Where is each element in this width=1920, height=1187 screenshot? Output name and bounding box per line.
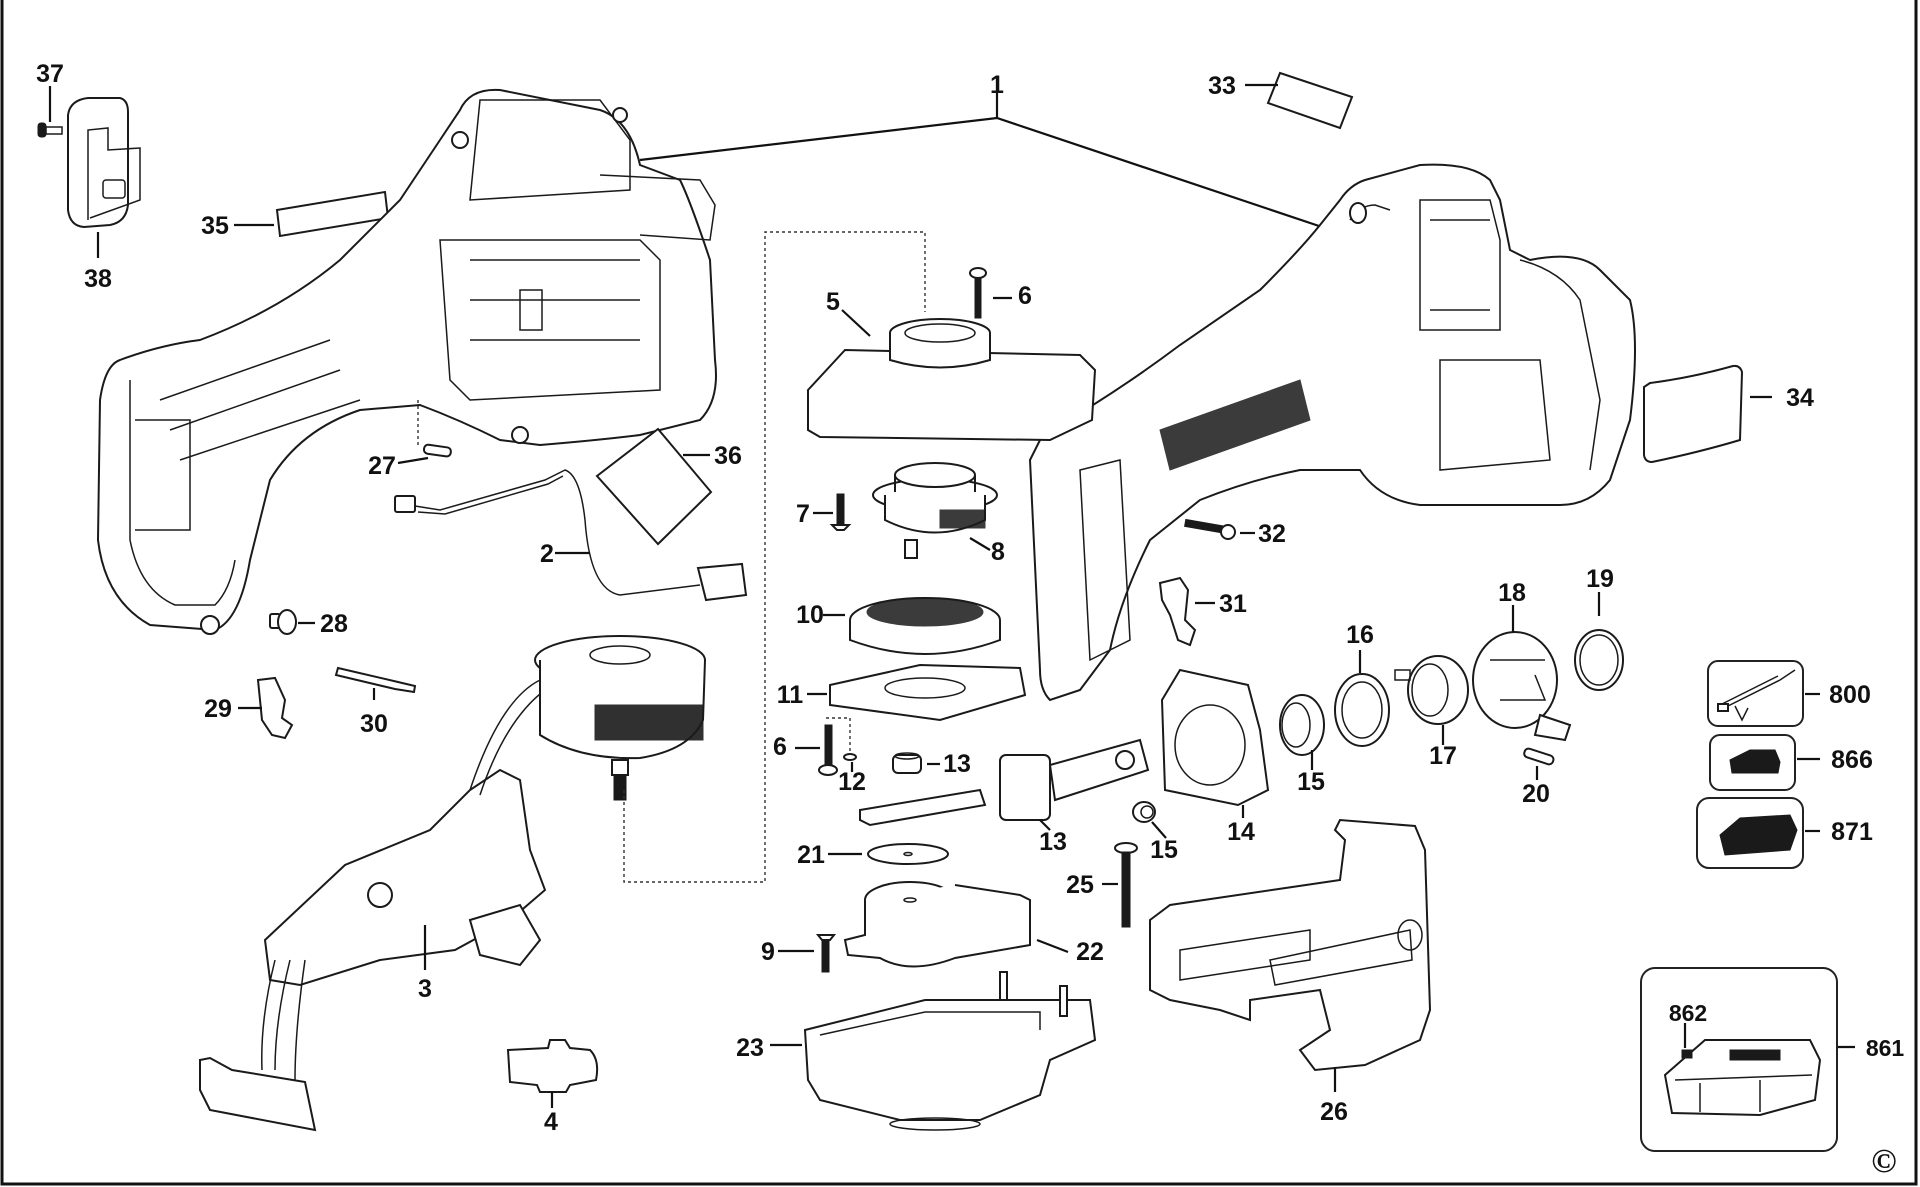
label-38: 38 — [84, 265, 112, 293]
label-18: 17 — [1429, 742, 1457, 770]
label-2: 2 — [540, 540, 554, 568]
accessory-861-case-box[interactable] — [1640, 967, 1838, 1152]
label-29: 29 — [204, 695, 232, 723]
label-35: 35 — [201, 212, 229, 240]
label-22: 21 — [797, 841, 825, 869]
label-26: 26 — [1320, 1098, 1348, 1126]
part-37-screw[interactable] — [37, 122, 63, 138]
part-14-bushing[interactable] — [1132, 801, 1156, 823]
part-17-spring[interactable] — [1334, 673, 1390, 747]
part-22-washer[interactable] — [867, 843, 949, 865]
part-25-screw[interactable] — [1114, 842, 1138, 928]
label-27: 27 — [368, 452, 396, 480]
part-21-pin[interactable] — [1523, 747, 1555, 766]
part-11-pin[interactable] — [843, 753, 857, 761]
part-1-housing-right[interactable] — [1028, 163, 1636, 702]
part-23-counterweight[interactable] — [843, 881, 1031, 968]
part-29-lock-button[interactable] — [256, 676, 294, 740]
part-34-nameplate[interactable] — [1643, 364, 1744, 464]
part-7-planetary-gear[interactable] — [872, 462, 998, 559]
label-866: 866 — [1831, 746, 1873, 774]
part-8-screw-lower[interactable] — [815, 934, 837, 973]
part-4-actuator[interactable] — [506, 1039, 599, 1093]
part-6-screw-lower[interactable] — [818, 724, 838, 776]
label-3: 3 — [418, 975, 432, 1003]
label-32: 32 — [1258, 520, 1286, 548]
part-10-gear-plate[interactable] — [829, 663, 1027, 722]
label-12: 13 — [943, 750, 971, 778]
part-1-housing-left[interactable] — [96, 88, 717, 635]
part-24-gear-case-bottom[interactable] — [803, 971, 1097, 1131]
label-23: 22 — [1076, 938, 1104, 966]
part-2-wire-harness[interactable] — [394, 469, 748, 602]
accessory-800-box[interactable] — [1707, 660, 1804, 727]
accessory-866-box[interactable] — [1709, 734, 1796, 791]
label-16: 15 — [1297, 768, 1325, 796]
label-24: 23 — [736, 1034, 764, 1062]
label-33: 33 — [1208, 72, 1236, 100]
label-1: 1 — [990, 71, 1004, 99]
label-30: 31 — [1219, 590, 1247, 618]
label-5: 5 — [826, 288, 840, 316]
label-862: 862 — [1669, 1000, 1707, 1026]
label-7: 8 — [991, 538, 1005, 566]
label-10: 11 — [777, 681, 804, 709]
label-9: 10 — [796, 601, 824, 629]
label-4: 4 — [544, 1108, 558, 1136]
label-36: 36 — [714, 442, 742, 470]
part-32-screw[interactable] — [1184, 518, 1236, 540]
part-18-collar[interactable] — [1394, 655, 1469, 725]
copyright-symbol: © — [1871, 1143, 1896, 1180]
label-34: 34 — [1786, 384, 1814, 412]
label-21: 20 — [1522, 780, 1550, 808]
label-861: 861 — [1866, 1035, 1905, 1061]
part-33-label[interactable] — [1266, 71, 1354, 130]
accessory-871-box[interactable] — [1696, 797, 1804, 869]
label-20: 19 — [1586, 565, 1614, 593]
label-25: 25 — [1066, 871, 1094, 899]
label-37: 37 — [36, 60, 64, 88]
label-19: 18 — [1498, 579, 1526, 607]
part-19-clamp-housing[interactable] — [1472, 631, 1572, 742]
part-38-belt-hook[interactable] — [67, 97, 141, 229]
part-28-plug[interactable] — [269, 609, 297, 635]
label-871: 871 — [1831, 818, 1873, 846]
label-31: 30 — [360, 710, 388, 738]
part-20-retaining-ring[interactable] — [1574, 629, 1624, 691]
part-27-pin[interactable] — [422, 443, 452, 458]
label-6-lower: 6 — [773, 733, 787, 761]
part-6-screw-upper[interactable] — [969, 267, 987, 319]
part-8-screw-upper[interactable] — [829, 493, 852, 531]
label-15: 14 — [1227, 818, 1255, 846]
label-8-upper: 7 — [796, 500, 810, 528]
label-6-upper: 6 — [1018, 282, 1032, 310]
part-15-nose-bracket[interactable] — [1160, 668, 1270, 807]
motor[interactable] — [534, 635, 706, 801]
part-12-bearing[interactable] — [892, 752, 922, 774]
part-31-rod[interactable] — [334, 666, 417, 694]
label-800: 800 — [1829, 681, 1871, 709]
part-9-ring-gear[interactable] — [849, 597, 1001, 655]
part-3-switch-module[interactable] — [199, 659, 591, 1132]
part-26-shoe[interactable] — [1149, 818, 1432, 1072]
part-16-sleeve[interactable] — [1279, 694, 1325, 756]
label-11: 12 — [838, 768, 866, 796]
label-28: 28 — [320, 610, 348, 638]
part-5-gear-case-top[interactable] — [807, 318, 1097, 442]
part-36-label[interactable] — [595, 427, 713, 546]
label-17: 16 — [1346, 621, 1374, 649]
label-8-lower: 9 — [761, 938, 775, 966]
part-30-lever[interactable] — [1158, 576, 1197, 647]
part-13-plunger[interactable] — [859, 738, 1150, 827]
